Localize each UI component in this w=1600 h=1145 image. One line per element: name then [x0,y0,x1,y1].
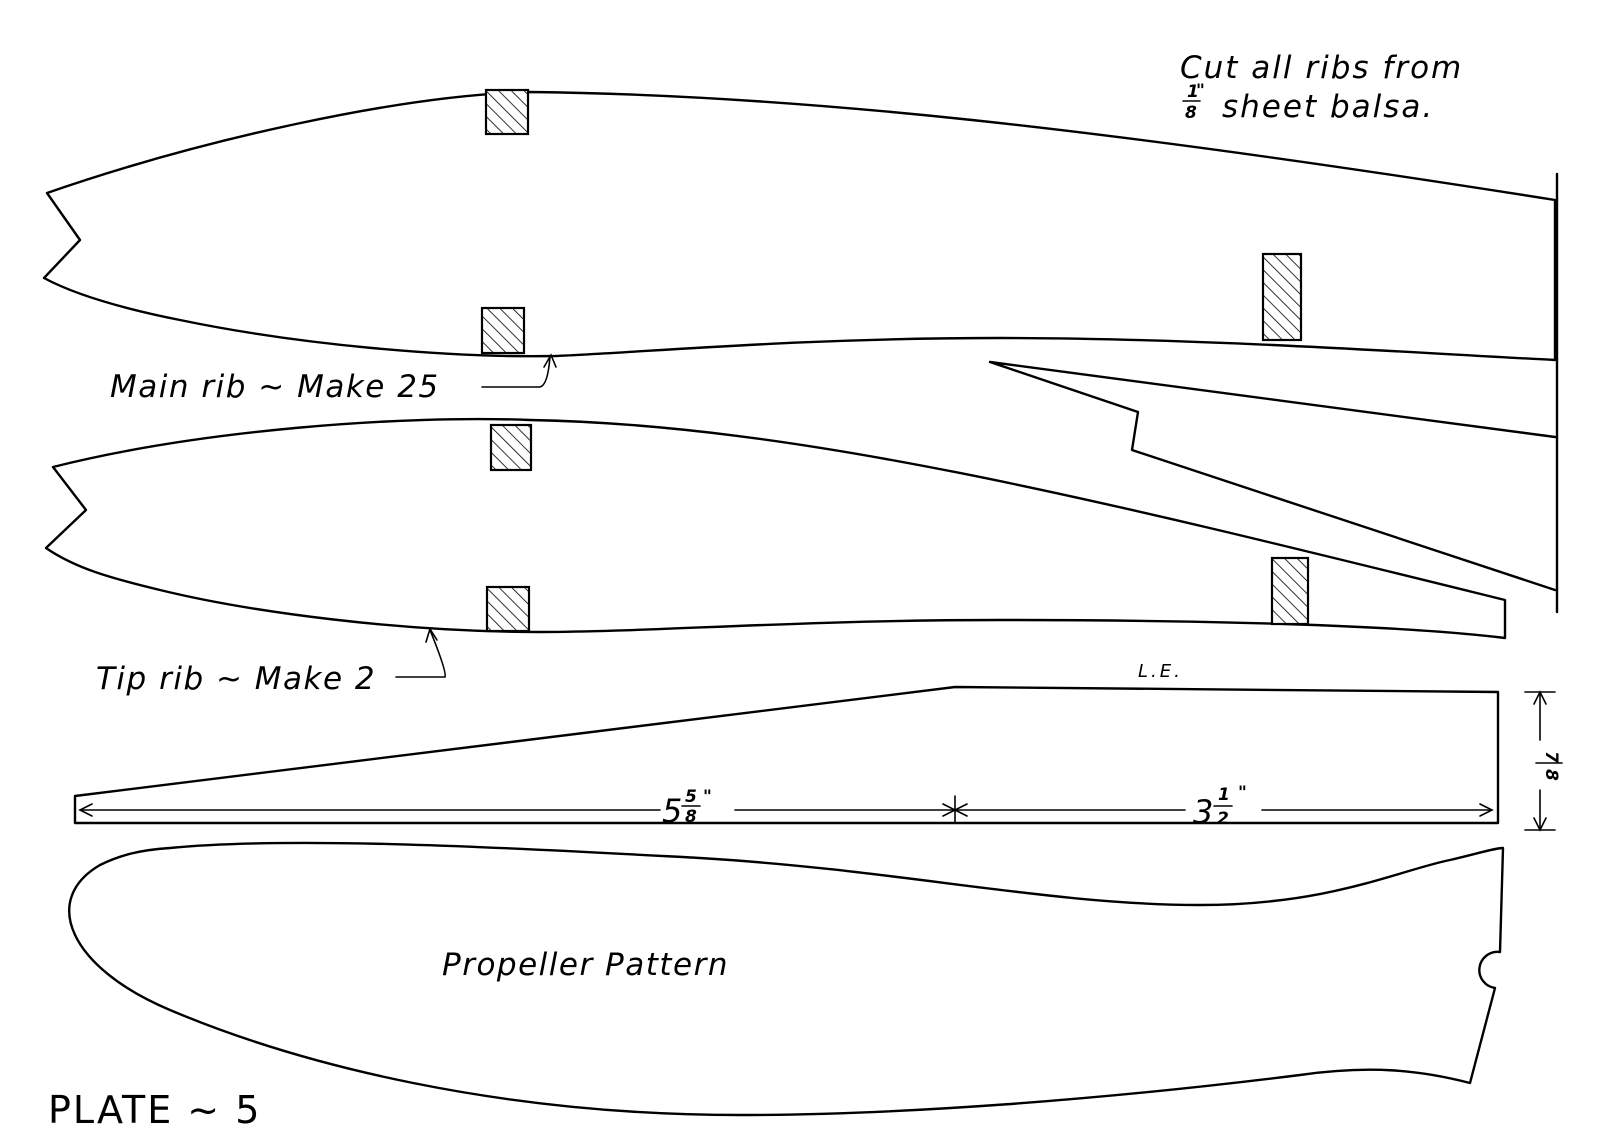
svg-text:5: 5 [685,787,697,807]
svg-text:": " [1238,783,1247,803]
trailing-wedge-outline [988,360,1557,592]
tip-rib-label: Tip rib ~ Make 2 [96,661,376,697]
svg-text:2: 2 [1217,809,1229,829]
tip-rib-leader-arrow [425,627,438,643]
svg-text:3: 3 [1193,793,1213,831]
tip-rib-outline [44,417,1507,640]
dimension-5-5-8: 5 5 8 " [662,787,712,830]
tip-rib-leader [395,629,446,678]
main-rib-spar-bottom-rear [1261,252,1303,342]
main-rib [42,88,1557,362]
note-fraction-denominator: 8 [1185,103,1197,123]
tip-rib-spar-top [489,423,533,472]
note-line-2: sheet balsa. [1222,89,1434,125]
note-inch-mark: " [1196,81,1205,101]
svg-text:7: 7 [1541,751,1561,763]
note-line-1: Cut all ribs from [1180,50,1463,86]
note-fraction-numerator: 1 [1187,82,1199,102]
svg-text:8: 8 [685,807,697,827]
leading-edge-template: L.E. 5 5 8 " 3 1 2 " [73,661,1563,832]
main-rib-outline [42,90,1557,362]
main-rib-leader [481,355,551,388]
svg-text:1: 1 [1218,785,1230,805]
propeller-outline [68,841,1505,1117]
main-rib-label: Main rib ~ Make 25 [110,369,440,405]
leading-edge-label: L.E. [1138,661,1183,682]
trailing-wedge [988,360,1557,592]
dimension-3-1-2: 3 1 2 " [1193,783,1247,831]
leading-edge-outline [73,685,1500,825]
main-rib-leader-arrow [543,353,557,368]
material-note: Cut all ribs from 1 " 8 sheet balsa. [1180,50,1463,125]
main-rib-callout: Main rib ~ Make 25 [110,353,557,405]
tip-rib-spar-bottom-rear [1270,556,1310,626]
propeller-label: Propeller Pattern [442,947,729,983]
tip-rib-callout: Tip rib ~ Make 2 [96,627,446,697]
dimension-7-8: 7 8 [1524,690,1563,832]
svg-text:8: 8 [1541,769,1561,781]
main-rib-spar-bottom-front [480,306,526,355]
propeller-pattern: Propeller Pattern [68,841,1505,1117]
tip-rib [44,417,1507,640]
svg-text:": " [703,787,712,807]
main-rib-spar-top [484,88,530,136]
tip-rib-spar-bottom-front [485,585,531,633]
svg-text:5: 5 [662,792,682,830]
plate-number: PLATE ~ 5 [48,1088,261,1132]
